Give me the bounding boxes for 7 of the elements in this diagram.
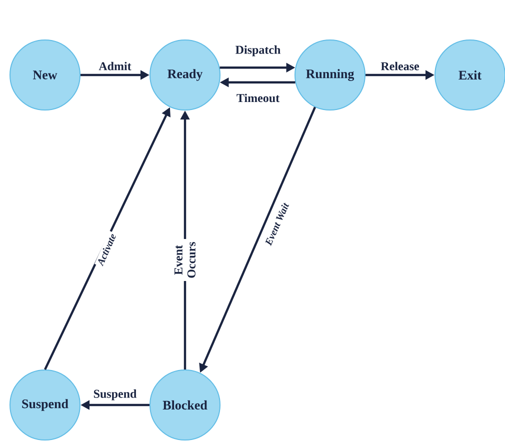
edge-label: Suspend bbox=[92, 388, 138, 402]
edge-label: Admit bbox=[97, 60, 133, 72]
edge-label: Dispatch bbox=[234, 44, 282, 58]
edge-label: Release bbox=[379, 60, 421, 72]
edge-label: Timeout bbox=[234, 92, 282, 104]
edge-label: Event Wait bbox=[262, 200, 292, 248]
edge-label: Event Occurs bbox=[174, 239, 196, 281]
